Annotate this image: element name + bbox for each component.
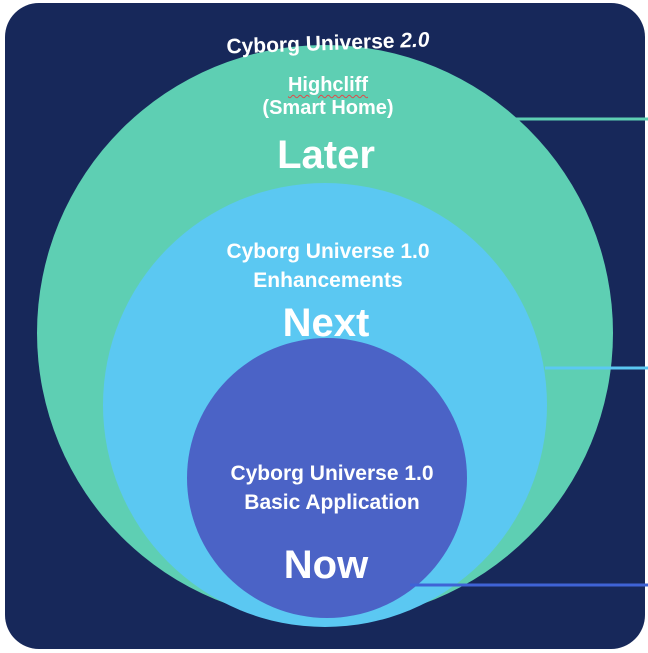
title-version: 2.0 xyxy=(399,28,430,53)
later-stage-label: Later xyxy=(277,133,375,177)
now-name: Cyborg Universe 1.0 Basic Application xyxy=(230,459,433,518)
next-stage-label: Next xyxy=(282,301,370,345)
later-name-line-2: (Smart Home) xyxy=(262,97,394,119)
now-name-line-1: Cyborg Universe 1.0 xyxy=(230,462,434,485)
next-name-line-2: Enhancements xyxy=(253,269,403,293)
later-name: Highcliff (Smart Home) xyxy=(262,74,393,120)
later-name-line-1: Highcliff xyxy=(287,74,368,96)
title-text: Cyborg Universe xyxy=(226,29,395,59)
circle-now xyxy=(187,338,467,618)
now-name-line-2: Basic Application xyxy=(244,491,420,515)
next-name-line-1: Cyborg Universe 1.0 xyxy=(226,240,430,263)
now-stage-label: Now xyxy=(283,543,369,587)
next-name: Cyborg Universe 1.0 Enhancements xyxy=(226,237,429,296)
